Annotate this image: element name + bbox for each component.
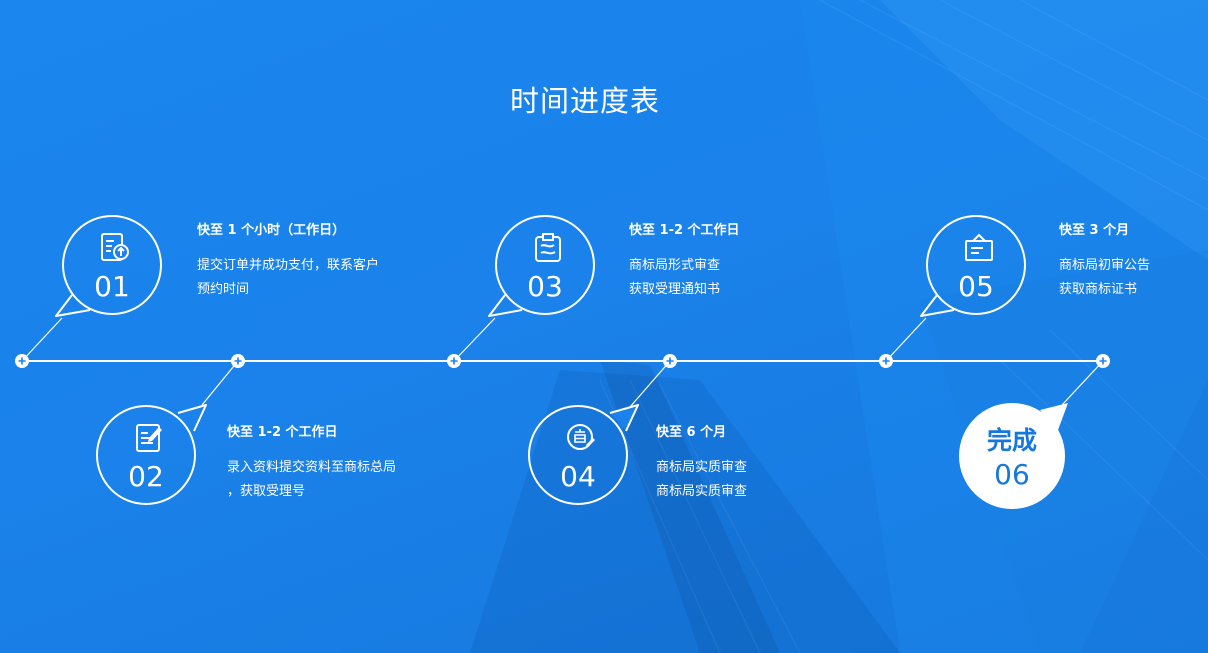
step-desc-line: 录入资料提交资料至商标总局 bbox=[227, 460, 397, 475]
review-stamp-icon bbox=[567, 424, 596, 450]
final-step-bubble: 完成 06 bbox=[959, 403, 1065, 509]
step-desc-line: 预约时间 bbox=[197, 282, 250, 297]
final-step-number: 06 bbox=[994, 458, 1030, 491]
notice-board-icon bbox=[965, 233, 993, 261]
step-desc-line: ，获取受理号 bbox=[227, 484, 306, 499]
step-heading: 快至 1-2 个工作日 bbox=[629, 223, 740, 238]
step-number: 01 bbox=[94, 270, 130, 303]
step-02-text: 快至 1-2 个工作日 录入资料提交资料至商标总局 ，获取受理号 bbox=[227, 424, 396, 504]
step-desc-line: 商标局实质审查 bbox=[656, 484, 748, 499]
step-heading: 快至 3 个月 bbox=[1059, 223, 1130, 238]
step-04-text: 快至 6 个月 商标局实质审查 商标局实质审查 bbox=[656, 424, 747, 504]
plus-node-icon bbox=[15, 354, 29, 368]
step-heading: 快至 6 个月 bbox=[656, 425, 727, 440]
step-number: 02 bbox=[128, 460, 164, 493]
step-02-circle: 02 bbox=[96, 405, 196, 505]
plus-node-icon bbox=[1096, 354, 1110, 368]
step-04-circle: 04 bbox=[528, 405, 628, 505]
plus-node-icon bbox=[879, 354, 893, 368]
step-01-circle: 01 bbox=[62, 215, 162, 315]
step-01-text: 快至 1 个小时（工作日） 提交订单并成功支付，联系客户 预约时间 bbox=[197, 222, 379, 302]
step-desc-line: 获取受理通知书 bbox=[629, 282, 721, 297]
step-number: 04 bbox=[560, 460, 596, 493]
timeline-nodes bbox=[15, 354, 1110, 368]
step-desc-line: 商标局形式审查 bbox=[629, 258, 721, 273]
step-05-circle: 05 bbox=[926, 215, 1026, 315]
step-05-text: 快至 3 个月 商标局初审公告 获取商标证书 bbox=[1059, 222, 1150, 302]
step-desc-line: 提交订单并成功支付，联系客户 bbox=[197, 258, 380, 273]
clipboard-icon bbox=[535, 233, 561, 262]
document-edit-icon bbox=[136, 424, 162, 452]
page-title: 时间进度表 bbox=[509, 84, 660, 118]
step-heading: 快至 1 个小时（工作日） bbox=[197, 223, 346, 238]
plus-node-icon bbox=[663, 354, 677, 368]
step-desc-line: 商标局实质审查 bbox=[656, 460, 748, 475]
step-number: 03 bbox=[527, 270, 563, 303]
plus-node-icon bbox=[447, 354, 461, 368]
plus-node-icon bbox=[231, 354, 245, 368]
step-heading: 快至 1-2 个工作日 bbox=[227, 425, 338, 440]
step-desc-line: 商标局初审公告 bbox=[1059, 258, 1151, 273]
document-upload-icon bbox=[101, 233, 129, 261]
step-number: 05 bbox=[958, 270, 994, 303]
final-step-label: 完成 bbox=[986, 426, 1037, 455]
step-desc-line: 获取商标证书 bbox=[1059, 282, 1138, 297]
step-03-circle: 03 bbox=[495, 215, 595, 315]
step-03-text: 快至 1-2 个工作日 商标局形式审查 获取受理通知书 bbox=[629, 222, 740, 302]
